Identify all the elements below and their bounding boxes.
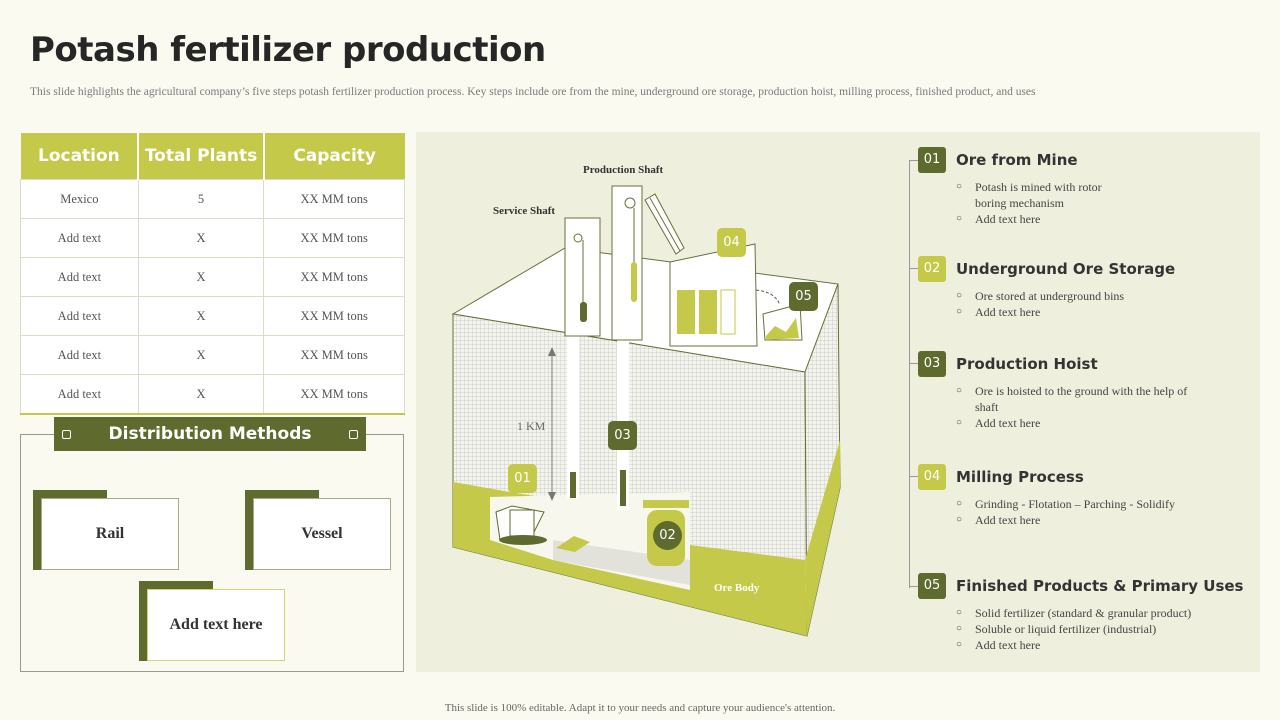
step-bullet: Add text here bbox=[956, 211, 1256, 227]
table-header-row: Location Total Plants Capacity bbox=[20, 133, 405, 180]
badge-01: 01 bbox=[508, 464, 537, 493]
cell-location: Mexico bbox=[20, 179, 139, 219]
ore-body-label: Ore Body bbox=[714, 582, 760, 594]
cell-capacity: XX MM tons bbox=[263, 218, 405, 258]
step-number: 04 bbox=[918, 464, 946, 490]
cell-location: Add text bbox=[20, 218, 139, 258]
header-capacity: Capacity bbox=[263, 133, 405, 180]
page-title: Potash fertilizer production bbox=[30, 30, 546, 70]
step-bullet: Soluble or liquid fertilizer (industrial… bbox=[956, 621, 1256, 637]
steps-connector bbox=[909, 160, 910, 588]
step-title: Underground Ore Storage bbox=[956, 260, 1176, 278]
page-subtitle: This slide highlights the agricultural c… bbox=[30, 86, 1036, 98]
distribution-title: Distribution Methods bbox=[54, 417, 366, 451]
step-bullet: Ore is hoisted to the ground with the he… bbox=[956, 383, 1205, 415]
step-tick bbox=[909, 586, 918, 587]
cell-plants: X bbox=[137, 335, 265, 375]
step-bullet: Solid fertilizer (standard & granular pr… bbox=[956, 605, 1256, 621]
step-bullet: Add text here bbox=[956, 637, 1256, 653]
step-bullet: Grinding - Flotation – Parching - Solidi… bbox=[956, 496, 1256, 512]
distribution-title-text: Distribution Methods bbox=[108, 424, 312, 444]
step-tick bbox=[909, 160, 918, 161]
title-dot-right bbox=[349, 430, 358, 439]
badge-02: 02 bbox=[653, 521, 682, 550]
depth-label: 1 KM bbox=[517, 419, 546, 433]
method-rail: Rail bbox=[33, 490, 179, 570]
method-vessel: Vessel bbox=[245, 490, 391, 570]
step-bullets: Grinding - Flotation – Parching - Solidi… bbox=[956, 496, 1256, 528]
cell-plants: X bbox=[137, 218, 265, 258]
title-dot-left bbox=[62, 430, 71, 439]
cell-capacity: XX MM tons bbox=[263, 374, 405, 415]
cell-location: Add text bbox=[20, 296, 139, 336]
step-number: 01 bbox=[918, 147, 946, 173]
step-title: Finished Products & Primary Uses bbox=[956, 577, 1244, 595]
footer-note: This slide is 100% editable. Adapt it to… bbox=[444, 702, 836, 714]
step-bullet: Add text here bbox=[956, 512, 1256, 528]
method-vessel-label: Vessel bbox=[253, 498, 391, 570]
cell-plants: X bbox=[137, 296, 265, 336]
step-tick bbox=[909, 476, 918, 477]
badge-04: 04 bbox=[717, 228, 746, 257]
step-bullet: Add text here bbox=[956, 304, 1256, 320]
method-add-text: Add text here bbox=[139, 581, 285, 661]
cell-capacity: XX MM tons bbox=[263, 179, 405, 219]
badge-05: 05 bbox=[789, 282, 818, 311]
header-location: Location bbox=[20, 133, 140, 180]
cell-plants: X bbox=[137, 374, 265, 415]
step-number: 03 bbox=[918, 351, 946, 377]
step-bullets: Ore stored at underground bins Add text … bbox=[956, 288, 1256, 320]
step-title: Milling Process bbox=[956, 468, 1084, 486]
step-bullet: Ore stored at underground bins bbox=[956, 288, 1256, 304]
method-rail-label: Rail bbox=[41, 498, 179, 570]
step-bullets: Potash is mined with rotor boring mechan… bbox=[956, 179, 1256, 227]
cell-location: Add text bbox=[20, 374, 139, 415]
mine-illustration bbox=[451, 185, 841, 637]
step-bullets: Solid fertilizer (standard & granular pr… bbox=[956, 605, 1256, 653]
step-bullet: Add text here bbox=[956, 415, 1256, 431]
step-tick bbox=[909, 363, 918, 364]
cell-location: Add text bbox=[20, 335, 139, 375]
cell-capacity: XX MM tons bbox=[263, 257, 405, 297]
cell-plants: 5 bbox=[137, 179, 265, 219]
header-total-plants: Total Plants bbox=[138, 133, 265, 180]
step-title: Ore from Mine bbox=[956, 151, 1078, 169]
cell-plants: X bbox=[137, 257, 265, 297]
cell-location: Add text bbox=[20, 257, 139, 297]
step-bullet: Potash is mined with rotor boring mechan… bbox=[956, 179, 1125, 211]
step-bullets: Ore is hoisted to the ground with the he… bbox=[956, 383, 1256, 431]
step-number: 02 bbox=[918, 256, 946, 282]
method-add-text-label: Add text here bbox=[147, 589, 285, 661]
badge-03: 03 bbox=[608, 421, 637, 450]
step-tick bbox=[909, 268, 918, 269]
step-number: 05 bbox=[918, 573, 946, 599]
production-shaft-label: Production Shaft bbox=[583, 164, 664, 176]
service-shaft-label: Service Shaft bbox=[493, 205, 556, 217]
cell-capacity: XX MM tons bbox=[263, 335, 405, 375]
step-title: Production Hoist bbox=[956, 355, 1098, 373]
cell-capacity: XX MM tons bbox=[263, 296, 405, 336]
